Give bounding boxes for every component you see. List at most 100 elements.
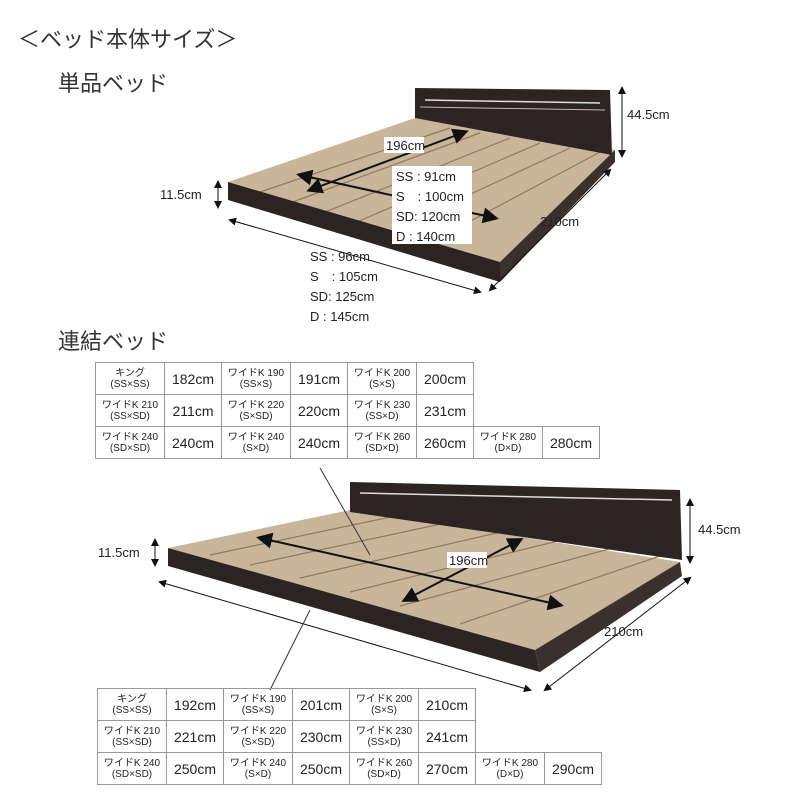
single-headboard [415, 88, 612, 155]
size-combo: (SS×D) [367, 736, 401, 748]
size-name: ワイドK 280 [481, 757, 539, 769]
size-value: 230cm [292, 720, 350, 753]
size-name: ワイドK 260 [355, 757, 413, 769]
size-name-cell: ワイドK 260(SD×D) [347, 426, 417, 459]
mattress-width-d: D : 140cm [396, 229, 455, 244]
size-combo: (S×D) [244, 768, 272, 780]
size-value: 221cm [166, 720, 224, 753]
size-combo: (SS×SD) [112, 736, 152, 748]
single-bed-drawing: 196cm 44.5cm 11.5cm 210cm SS : 91cm S : … [160, 86, 670, 324]
size-name: ワイドK 210 [101, 399, 159, 411]
size-value: 201cm [292, 688, 350, 721]
size-combo: (S×SD) [241, 736, 275, 748]
size-name: ワイドK 220 [227, 399, 285, 411]
size-name-cell: ワイドK 210(SS×SD) [95, 394, 165, 427]
size-name-cell: ワイドK 280(D×D) [475, 752, 545, 785]
mattress-width-sd: SD: 120cm [396, 209, 460, 224]
size-combo: (SS×S) [239, 378, 273, 390]
size-name-cell: ワイドK 240(S×D) [221, 426, 291, 459]
size-combo: (SD×SD) [111, 768, 153, 780]
size-value: 240cm [290, 426, 348, 459]
size-name: ワイドK 280 [479, 431, 537, 443]
size-value: 270cm [418, 752, 476, 785]
size-value: 210cm [418, 688, 476, 721]
size-name-cell: ワイドK 230(SS×D) [347, 394, 417, 427]
size-combo: (SS×SS) [110, 378, 150, 390]
size-name-cell: ワイドK 260(SD×D) [349, 752, 419, 785]
size-value: 182cm [164, 362, 222, 395]
size-name: ワイドK 240 [229, 757, 287, 769]
linked-frame-height: 11.5cm [98, 545, 140, 560]
mattress-width-s: S : 100cm [396, 189, 464, 204]
size-value: 200cm [416, 362, 474, 395]
single-length: 210cm [540, 214, 579, 229]
size-name-cell: キング(SS×SS) [97, 688, 167, 721]
size-name: ワイドK 240 [227, 431, 285, 443]
frame-width-sd: SD: 125cm [310, 289, 374, 304]
size-name: ワイドK 190 [229, 693, 287, 705]
size-combo: (SS×SS) [112, 704, 152, 716]
size-name-cell: ワイドK 230(SS×D) [349, 720, 419, 753]
size-name: ワイドK 190 [227, 367, 285, 379]
size-value: 250cm [292, 752, 350, 785]
size-value: 220cm [290, 394, 348, 427]
linked-length: 210cm [604, 624, 643, 639]
size-combo: (S×S) [369, 378, 395, 390]
linked-bed-drawing: 196cm 44.5cm 11.5cm 210cm [98, 467, 741, 693]
size-value: 192cm [166, 688, 224, 721]
size-name: ワイドK 200 [355, 693, 413, 705]
single-headboard-height: 44.5cm [627, 107, 670, 122]
linked-headboard [350, 482, 682, 560]
size-name-cell: ワイドK 190(SS×S) [221, 362, 291, 395]
frame-width-d: D : 145cm [310, 309, 369, 324]
mattress-width-ss: SS : 91cm [396, 169, 456, 184]
size-combo: (SS×S) [241, 704, 275, 716]
frame-width-s: S : 105cm [310, 269, 378, 284]
single-bed-title: 単品ベッド [58, 72, 169, 97]
linked-bed-title: 連結ベッド [58, 330, 169, 355]
size-combo: (SD×D) [365, 442, 399, 454]
linked-mattress-length: 196cm [449, 553, 488, 568]
single-mattress-length: 196cm [386, 138, 425, 153]
size-combo: (SS×D) [365, 410, 399, 422]
size-combo: (D×D) [494, 442, 522, 454]
size-name: ワイドK 200 [353, 367, 411, 379]
linked-headboard-height: 44.5cm [698, 522, 741, 537]
size-value: 241cm [418, 720, 476, 753]
size-name: ワイドK 240 [103, 757, 161, 769]
size-value: 280cm [542, 426, 600, 459]
size-name-cell: ワイドK 220(S×SD) [223, 720, 293, 753]
size-combo: (S×D) [242, 442, 270, 454]
size-value: 231cm [416, 394, 474, 427]
size-name: ワイドK 230 [355, 725, 413, 737]
size-value: 191cm [290, 362, 348, 395]
size-name: ワイドK 240 [101, 431, 159, 443]
size-combo: (SD×D) [367, 768, 401, 780]
size-combo: (S×SD) [239, 410, 273, 422]
size-name: ワイドK 260 [353, 431, 411, 443]
size-name-cell: ワイドK 190(SS×S) [223, 688, 293, 721]
size-name: ワイドK 210 [103, 725, 161, 737]
size-combo: (SD×SD) [109, 442, 151, 454]
size-combo: (SS×SD) [110, 410, 150, 422]
size-value: 250cm [166, 752, 224, 785]
size-name-cell: ワイドK 280(D×D) [473, 426, 543, 459]
size-name-cell: ワイドK 200(S×S) [349, 688, 419, 721]
size-value: 260cm [416, 426, 474, 459]
size-value: 290cm [544, 752, 602, 785]
size-name: キング [117, 693, 147, 705]
size-value: 211cm [164, 394, 222, 427]
size-name-cell: ワイドK 200(S×S) [347, 362, 417, 395]
size-name-cell: ワイドK 240(SD×SD) [97, 752, 167, 785]
size-name-cell: ワイドK 220(S×SD) [221, 394, 291, 427]
heading: ＜ベッド本体サイズ＞ [18, 28, 238, 53]
size-name: ワイドK 230 [353, 399, 411, 411]
size-value: 240cm [164, 426, 222, 459]
